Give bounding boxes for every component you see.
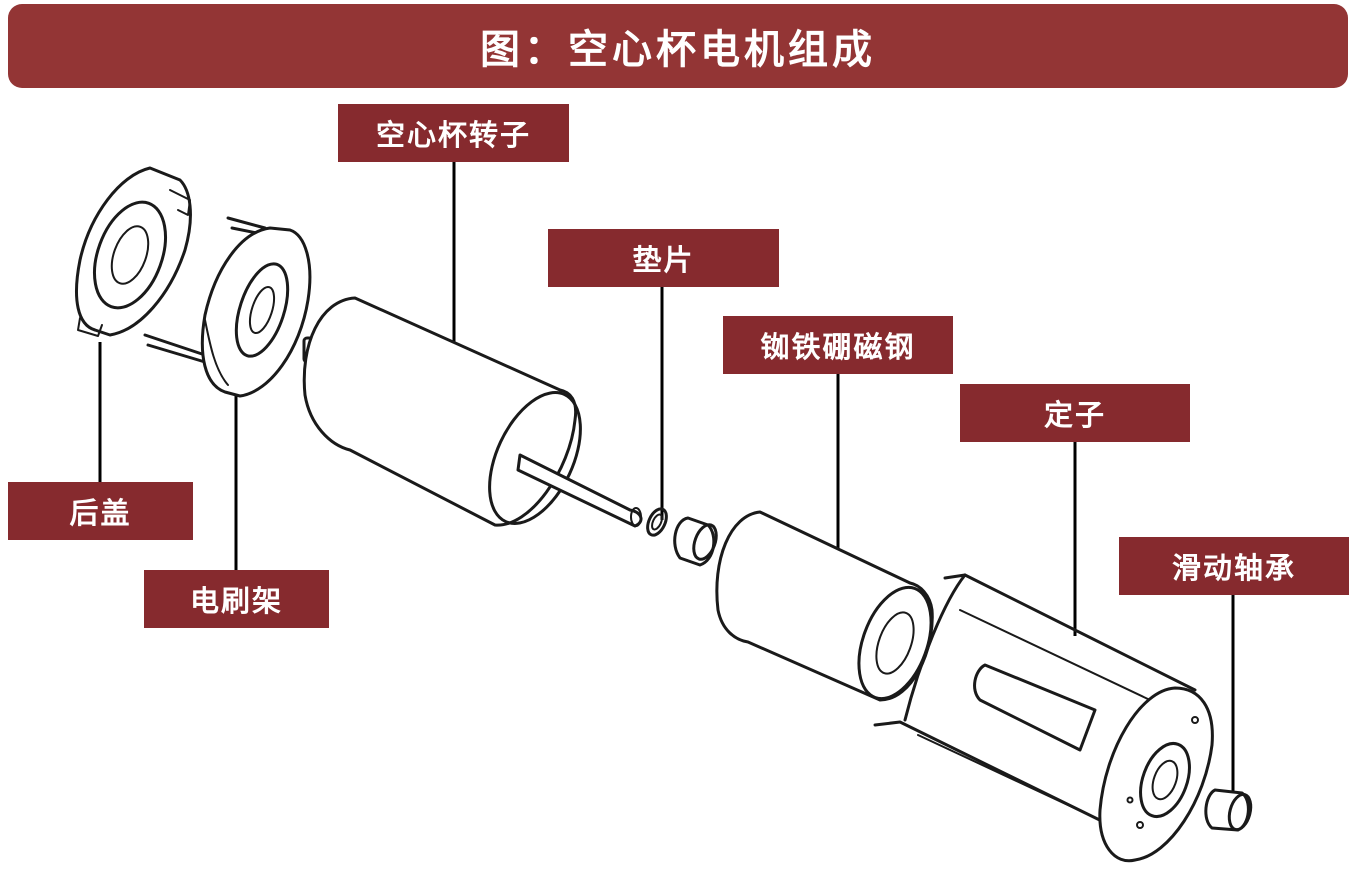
label-brush-holder: 电刷架	[144, 570, 329, 628]
label-washer: 垫片	[548, 229, 779, 287]
page-title: 图：空心杯电机组成	[480, 26, 876, 73]
ndfeb-magnet-part	[715, 510, 934, 702]
washer-part	[646, 507, 668, 537]
label-rear-cover: 后盖	[8, 482, 193, 540]
title-bar: 图：空心杯电机组成	[8, 4, 1348, 88]
bushing-part	[673, 516, 718, 567]
label-stator: 定子	[960, 384, 1190, 442]
label-ndfeb-magnet: 铷铁硼磁钢	[723, 316, 953, 374]
brush-holder-part	[143, 216, 312, 398]
sliding-bearing-part	[1204, 788, 1253, 832]
label-cup-rotor: 空心杯转子	[338, 104, 569, 162]
rear-cover-part	[75, 166, 192, 337]
label-sliding-bearing: 滑动轴承	[1119, 537, 1349, 595]
cup-rotor-part	[302, 296, 643, 528]
stator-part	[873, 573, 1214, 863]
